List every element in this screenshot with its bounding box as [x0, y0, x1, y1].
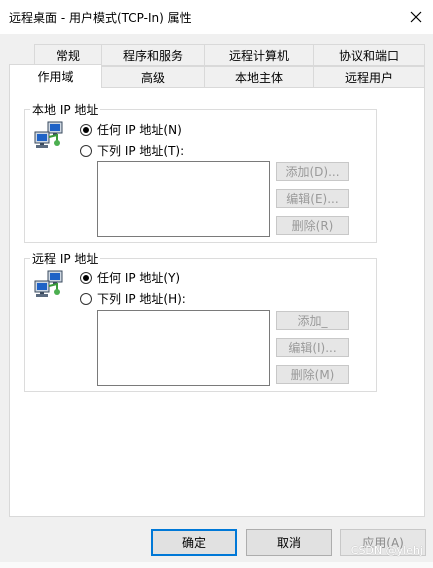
window-title: 远程桌面 - 用户模式(TCP-In) 属性: [9, 11, 192, 25]
local-ip-group: 本地 IP 地址 任何 IP 地址(N) 下列 IP 地址(T): 添加(D).…: [24, 101, 377, 243]
remote-ip-legend: 远程 IP 地址: [30, 250, 101, 267]
close-icon: [410, 11, 422, 23]
local-edit-button[interactable]: 编辑(E)...: [276, 189, 349, 208]
network-computers-icon: [34, 270, 63, 297]
tab-label: 协议和端口: [338, 48, 399, 63]
remote-ip-group: 远程 IP 地址 任何 IP 地址(Y) 下列 IP 地址(H): 添加_ 编辑…: [24, 250, 377, 392]
tab-label: 高级: [140, 70, 165, 85]
bottom-strip: [0, 562, 433, 568]
tab-protocols-ports[interactable]: 协议和端口: [313, 44, 425, 66]
tab-label: 本地主体: [234, 70, 283, 85]
remote-any-ip-radio[interactable]: 任何 IP 地址(Y): [80, 269, 180, 286]
title-bar: 远程桌面 - 用户模式(TCP-In) 属性: [0, 0, 433, 34]
remote-edit-button[interactable]: 编辑(I)...: [276, 338, 349, 357]
tab-remote-computers[interactable]: 远程计算机: [204, 44, 314, 66]
remote-remove-button[interactable]: 删除(M): [276, 365, 349, 384]
tab-label: 作用域: [37, 70, 74, 84]
tab-local-principals[interactable]: 本地主体: [204, 66, 314, 88]
tab-label: 常规: [55, 48, 80, 63]
watermark: CSDN @ylehj: [350, 544, 423, 557]
local-ip-listbox[interactable]: [97, 161, 270, 237]
remote-any-ip-label: 任何 IP 地址(Y): [97, 271, 181, 285]
tab-scope[interactable]: 作用域: [9, 64, 102, 88]
local-any-ip-label: 任何 IP 地址(N): [97, 123, 182, 137]
radio-indicator: [80, 292, 92, 305]
network-computers-icon: [34, 121, 63, 148]
radio-indicator: [80, 123, 92, 136]
tab-remote-users[interactable]: 远程用户: [313, 66, 425, 88]
local-add-button[interactable]: 添加(D)...: [276, 162, 349, 181]
local-list-ip-radio[interactable]: 下列 IP 地址(T):: [80, 142, 184, 159]
radio-indicator: [80, 271, 92, 284]
tab-label: 远程用户: [344, 70, 393, 85]
tab-programs-services[interactable]: 程序和服务: [101, 44, 205, 66]
remote-list-ip-label: 下列 IP 地址(H):: [97, 292, 186, 306]
radio-indicator: [80, 144, 92, 157]
ok-button[interactable]: 确定: [151, 529, 237, 556]
apply-button[interactable]: 应用(A): [340, 529, 426, 556]
tab-panel-scope: 本地 IP 地址 任何 IP 地址(N) 下列 IP 地址(T): 添加(D).…: [9, 87, 425, 517]
local-remove-button[interactable]: 删除(R): [276, 216, 349, 235]
cancel-button[interactable]: 取消: [246, 529, 332, 556]
tab-label: 程序和服务: [122, 48, 183, 63]
close-button[interactable]: [399, 0, 433, 34]
remote-list-ip-radio[interactable]: 下列 IP 地址(H):: [80, 290, 186, 307]
local-ip-legend: 本地 IP 地址: [30, 101, 101, 118]
tab-label: 远程计算机: [228, 48, 289, 63]
local-any-ip-radio[interactable]: 任何 IP 地址(N): [80, 121, 182, 138]
tab-advanced[interactable]: 高级: [101, 66, 205, 88]
remote-add-button[interactable]: 添加_: [276, 311, 349, 330]
local-list-ip-label: 下列 IP 地址(T):: [97, 144, 185, 158]
tab-general[interactable]: 常规: [34, 44, 102, 66]
remote-ip-listbox[interactable]: [97, 310, 270, 386]
